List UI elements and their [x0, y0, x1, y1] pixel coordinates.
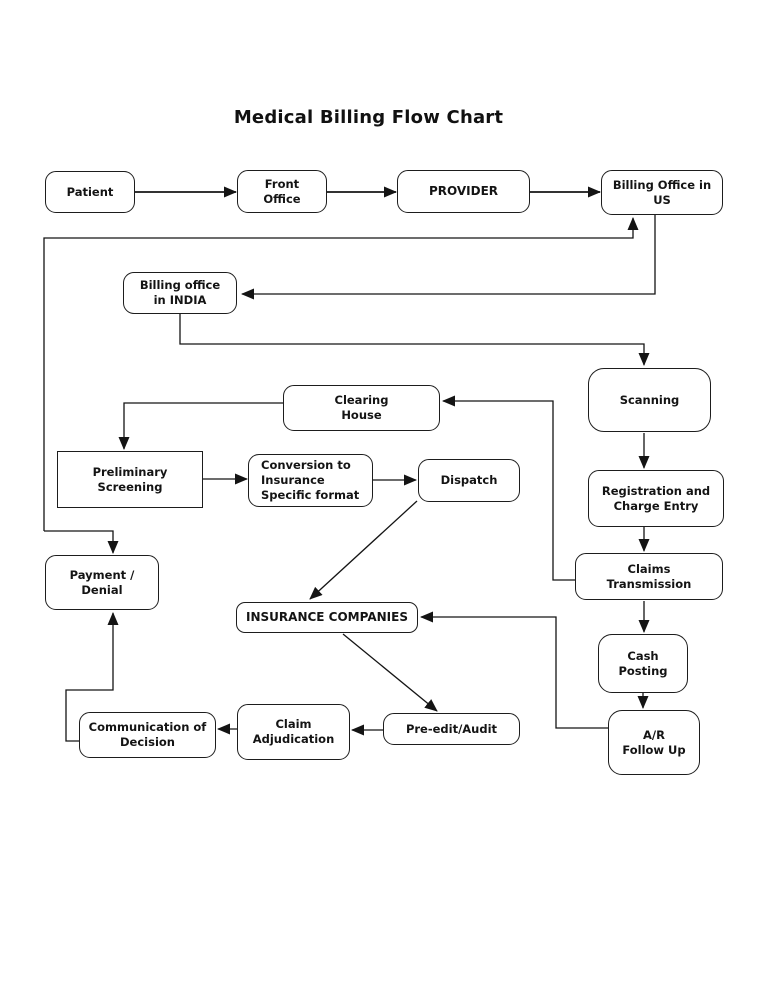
node-provider-label: PROVIDER — [428, 183, 499, 198]
node-billing-office-india: Billing office in INDIA — [123, 272, 237, 314]
edge-ar_follow_up-to-insurance_companies — [420, 611, 608, 729]
node-front-office: Front Office — [237, 170, 327, 213]
edge-insurance_companies-to-pre_edit_audit — [342, 633, 438, 712]
node-dispatch-label: Dispatch — [440, 473, 498, 488]
node-scanning-label: Scanning — [619, 392, 680, 407]
edge-clearing_house-to-preliminary_screening — [118, 402, 283, 450]
node-provider: PROVIDER — [397, 170, 530, 213]
node-ar-follow-up: A/R Follow Up — [608, 710, 700, 775]
node-scanning: Scanning — [588, 368, 711, 432]
node-preliminary-screening: Preliminary Screening — [57, 451, 203, 508]
node-payment-denial: Payment / Denial — [45, 555, 159, 610]
edge-claims_transmission-to-clearing_house — [442, 395, 575, 581]
node-communication-of-decision: Communication of Decision — [79, 712, 216, 758]
node-registration-charge-entry: Registration and Charge Entry — [588, 470, 724, 527]
node-insurance-companies: INSURANCE COMPANIES — [236, 602, 418, 633]
edge-left_rail-to-billing_us — [43, 217, 639, 531]
node-conversion-format: Conversion to Insurance Specific format — [248, 454, 373, 507]
node-clearing-house-label: Clearing House — [334, 393, 389, 422]
node-claims-transmission: Claims Transmission — [575, 553, 723, 600]
edge-left_rail-to-payment_denial — [44, 530, 119, 554]
node-insurance-companies-label: INSURANCE COMPANIES — [246, 609, 408, 624]
node-preliminary-screening-label: Preliminary Screening — [92, 464, 168, 494]
node-pre-edit-audit-label: Pre-edit/Audit — [405, 721, 498, 736]
node-claim-adjudication-label: Claim Adjudication — [252, 717, 335, 746]
node-billing-office-us-label: Billing Office in US — [612, 177, 712, 207]
node-clearing-house: Clearing House — [283, 385, 440, 431]
node-claims-transmission-label: Claims Transmission — [606, 561, 692, 591]
node-cash-posting: Cash Posting — [598, 634, 688, 693]
node-patient: Patient — [45, 171, 135, 213]
node-front-office-label: Front Office — [263, 176, 301, 206]
node-ar-follow-up-label: A/R Follow Up — [622, 727, 686, 757]
node-payment-denial-label: Payment / Denial — [69, 567, 135, 597]
edge-billing_india-to-scanning — [179, 314, 650, 366]
edge-dispatch-to-insurance_companies — [309, 500, 418, 600]
page-title: Medical Billing Flow Chart — [233, 107, 504, 128]
node-dispatch: Dispatch — [418, 459, 520, 502]
node-billing-office-india-label: Billing office in INDIA — [139, 278, 221, 307]
node-registration-charge-entry-label: Registration and Charge Entry — [601, 483, 711, 513]
node-pre-edit-audit: Pre-edit/Audit — [383, 713, 520, 745]
edge-communication-to-payment_denial — [65, 612, 119, 742]
node-claim-adjudication: Claim Adjudication — [237, 704, 350, 760]
node-patient-label: Patient — [66, 184, 114, 199]
node-communication-of-decision-label: Communication of Decision — [88, 720, 207, 749]
node-cash-posting-label: Cash Posting — [618, 648, 668, 678]
node-conversion-format-label: Conversion to Insurance Specific format — [261, 458, 360, 502]
node-billing-office-us: Billing Office in US — [601, 170, 723, 215]
edge-billing_us-to-billing_india — [241, 215, 656, 300]
